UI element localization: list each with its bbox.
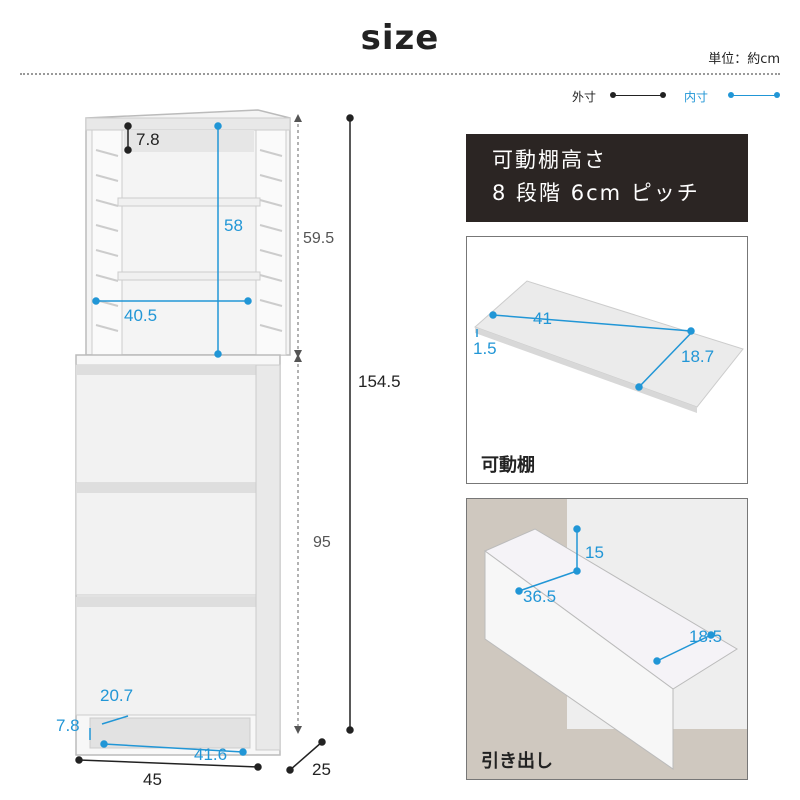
legend-inner-line <box>730 95 778 96</box>
legend-outer-dot <box>610 92 616 98</box>
drawer-depth: 18.5 <box>689 627 723 646</box>
legend-outer-dot <box>660 92 666 98</box>
dim-base-inner-width: 41.6 <box>194 745 228 764</box>
page-title: size <box>360 18 440 58</box>
legend-inner-dot <box>728 92 734 98</box>
shelf-thickness: 1.5 <box>473 339 497 358</box>
dim-shelf-inner-width: 40.5 <box>124 306 158 325</box>
shelf-depth: 18.7 <box>681 347 715 366</box>
divider <box>20 73 780 75</box>
shelf-caption: 可動棚 <box>481 455 535 476</box>
legend-outer-label: 外寸 <box>572 90 597 104</box>
dim-base-opening-width: 20.7 <box>100 686 134 705</box>
legend-outer-line <box>612 95 664 96</box>
drawer-detail-panel: 15 36.5 18.5 引き出し <box>466 498 748 780</box>
drawer-photo-illustration <box>467 499 747 779</box>
adjustable-shelf-banner: 可動棚高さ 8 段階 6cm ピッチ <box>466 134 748 222</box>
dim-outer-depth: 25 <box>312 760 331 779</box>
dim-top-gap: 7.8 <box>136 130 160 149</box>
dim-upper-height: 59.5 <box>303 230 335 247</box>
dim-lower-height: 95 <box>313 534 331 551</box>
dim-shelf-inner-height: 58 <box>224 216 243 235</box>
unit-label: 単位：約cm <box>708 52 780 67</box>
banner-line-1: 可動棚高さ <box>492 148 607 172</box>
legend-inner-label: 内寸 <box>684 90 709 104</box>
drawer-height: 15 <box>585 543 604 562</box>
shelf-board-illustration <box>474 280 744 413</box>
legend-inner-dot <box>774 92 780 98</box>
banner-line-2: 8 段階 6cm ピッチ <box>492 181 700 205</box>
dim-base-opening-height: 7.8 <box>56 716 80 735</box>
drawer-width: 36.5 <box>523 587 557 606</box>
shelf-width: 41 <box>533 309 552 328</box>
cabinet-illustration <box>75 109 354 774</box>
dim-total-height: 154.5 <box>358 372 401 391</box>
drawer-caption: 引き出し <box>481 751 553 772</box>
dim-outer-width: 45 <box>143 770 162 789</box>
shelf-detail-panel: 41 1.5 18.7 可動棚 <box>466 236 748 484</box>
